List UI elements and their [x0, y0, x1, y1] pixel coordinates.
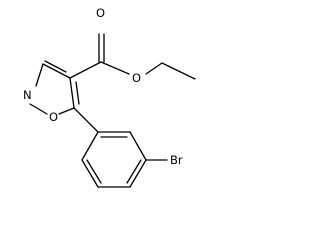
- bond-o-c5: [58, 107, 75, 115]
- bond-ar-inner-2: [126, 159, 142, 184]
- isoxazole-ring: [29, 60, 80, 115]
- bond-c5-c4-double: [75, 81, 80, 105]
- ring-nitrogen-label: N: [23, 88, 32, 102]
- bond-ar-c6-c1: [81, 131, 99, 161]
- bond-c4-c3: [42, 63, 71, 79]
- bond-ar-c2-c3: [129, 131, 147, 161]
- ester-oxygen-label: O: [132, 71, 141, 85]
- bond-c5-aryl: [73, 107, 99, 133]
- bond-c5-c4: [69, 77, 75, 109]
- bond-ch2-ch3: [161, 62, 196, 80]
- bond-ar-c3-c4: [129, 159, 147, 188]
- bond-c4-c3-double: [44, 60, 67, 73]
- bond-ar-c5-c6: [81, 159, 99, 188]
- bond-carbonyl-ester-o: [100, 61, 130, 75]
- chemical-structure-diagram: O O N O Br: [23, 6, 196, 188]
- ethyl-ester-group: [69, 33, 196, 80]
- bromine-label: Br: [170, 153, 183, 167]
- carbonyl-oxygen-label: O: [96, 6, 105, 20]
- bond-c3-n: [35, 63, 44, 87]
- bond-ar-inner-3: [86, 159, 102, 184]
- bond-c4-carbonyl: [69, 61, 102, 79]
- bond-n-o: [29, 103, 48, 115]
- bromophenyl-ring: [81, 131, 147, 188]
- bond-ester-o-ch2: [145, 62, 163, 75]
- ring-oxygen-label: O: [49, 110, 58, 124]
